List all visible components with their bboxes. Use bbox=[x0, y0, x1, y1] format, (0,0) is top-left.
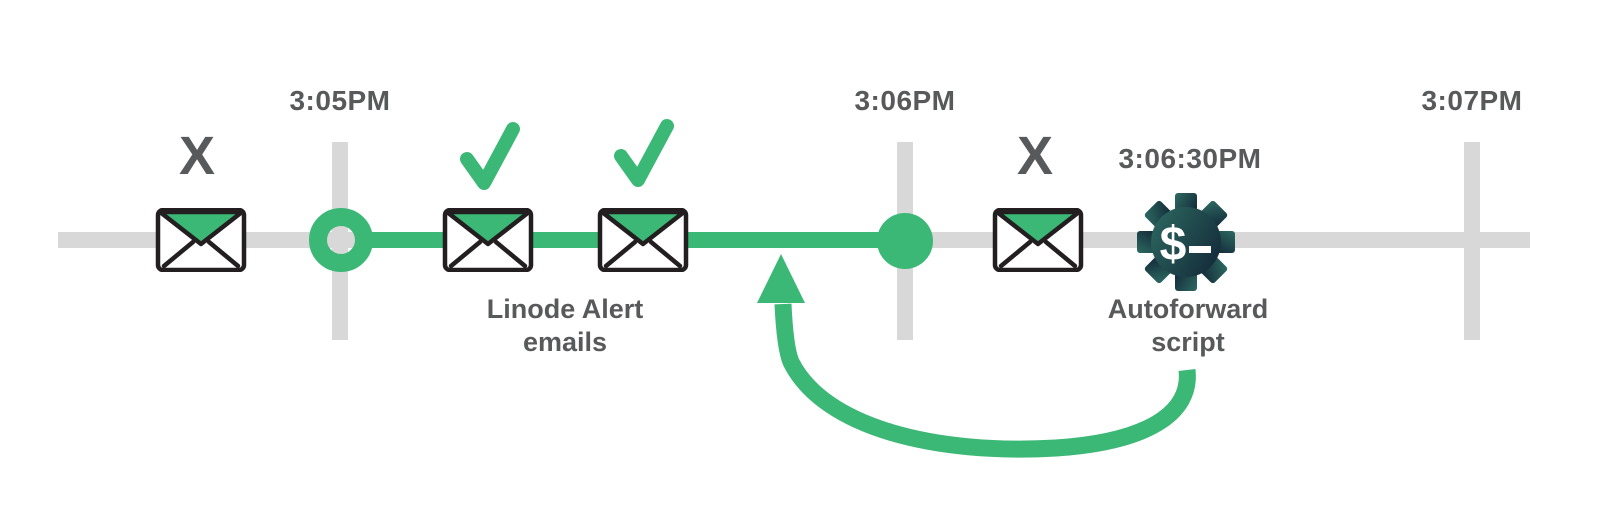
tick-305pm bbox=[332, 142, 348, 340]
alert-emails-label-line2: emails bbox=[522, 327, 608, 357]
end-dot bbox=[877, 213, 933, 269]
autoforward-script-label: Autoforward script bbox=[1058, 293, 1318, 359]
tick-307pm bbox=[1464, 142, 1480, 340]
x-marker-1: X bbox=[178, 126, 216, 186]
alert-emails-label: Linode Alert emails bbox=[435, 293, 695, 359]
loopback-arrow-head bbox=[757, 254, 805, 303]
envelope-icon-2 bbox=[442, 208, 534, 272]
tick-label-307pm: 3:07PM bbox=[1421, 85, 1523, 116]
tick-label-306pm: 3:06PM bbox=[854, 85, 956, 116]
gear-underscore-glyph bbox=[1189, 246, 1211, 253]
envelope-icon-4 bbox=[992, 208, 1084, 272]
x-marker-2: X bbox=[1016, 126, 1054, 186]
autoforward-script-label-line2: script bbox=[1151, 327, 1225, 357]
gear-body: $ bbox=[1137, 193, 1235, 291]
envelope-icon-3 bbox=[597, 208, 689, 272]
alert-emails-label-line1: Linode Alert bbox=[486, 294, 644, 324]
envelope-icon-1 bbox=[155, 208, 247, 272]
gear-script-icon: $ bbox=[1137, 193, 1235, 291]
start-ring bbox=[309, 208, 373, 272]
gear-dollar-glyph: $ bbox=[1160, 218, 1187, 271]
autoforward-script-label-line1: Autoforward bbox=[1107, 294, 1269, 324]
loopback-arrow-curve bbox=[774, 303, 1196, 458]
script-time-label: 3:06:30PM bbox=[1118, 143, 1262, 174]
checkmark-icon-1 bbox=[460, 122, 520, 190]
checkmark-icon-2 bbox=[614, 119, 674, 187]
tick-label-305pm: 3:05PM bbox=[289, 85, 391, 116]
